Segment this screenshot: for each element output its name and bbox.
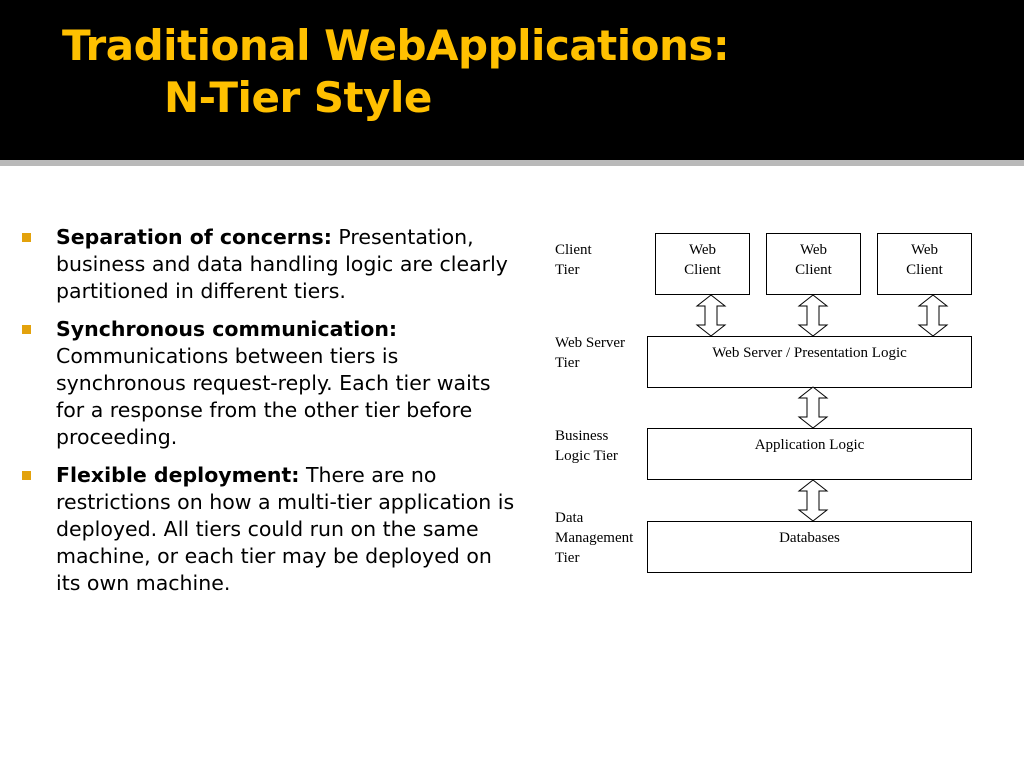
bullet-text: Presentation, business and data handling… <box>56 225 508 303</box>
square-bullet-icon <box>22 233 31 242</box>
web-client-box: Web Client <box>877 233 972 295</box>
web-client-box: Web Client <box>655 233 750 295</box>
client-tier-label: Client Tier <box>555 242 592 278</box>
bullet-item: Flexible deployment: There are no restri… <box>22 462 522 597</box>
business-logic-tier-label: Business Logic Tier <box>555 428 618 464</box>
web-server-box: Web Server / Presentation Logic <box>647 336 972 388</box>
bullet-item: Separation of concerns: Presentation, bu… <box>22 224 522 305</box>
bullet-heading: Flexible deployment: <box>56 463 300 487</box>
databases-box: Databases <box>647 521 972 573</box>
web-client-box: Web Client <box>766 233 861 295</box>
bullet-heading: Separation of concerns: <box>56 225 332 249</box>
data-management-tier-label: Data Management Tier <box>555 510 634 566</box>
double-arrow-icon <box>797 479 829 522</box>
square-bullet-icon <box>22 325 31 334</box>
double-arrow-icon <box>917 294 949 337</box>
header-divider <box>0 160 1024 166</box>
double-arrow-icon <box>797 386 829 429</box>
title-line-1: Traditional WebApplications: <box>62 21 730 70</box>
slide-title: Traditional WebApplications: N-Tier Styl… <box>62 20 730 124</box>
slide-header: Traditional WebApplications: N-Tier Styl… <box>0 0 1024 160</box>
bullet-list: Separation of concerns: Presentation, bu… <box>22 224 522 608</box>
bullet-item: Synchronous communication: Communication… <box>22 316 522 451</box>
bullet-text: There are no restrictions on how a multi… <box>56 463 515 595</box>
double-arrow-icon <box>797 294 829 337</box>
web-server-tier-label: Web Server Tier <box>555 335 626 371</box>
bullet-heading: Synchronous communication: <box>56 317 398 341</box>
bullet-text: Communications between tiers is synchron… <box>56 344 491 449</box>
application-logic-box: Application Logic <box>647 428 972 480</box>
title-line-2: N-Tier Style <box>164 73 432 122</box>
double-arrow-icon <box>695 294 727 337</box>
square-bullet-icon <box>22 471 31 480</box>
